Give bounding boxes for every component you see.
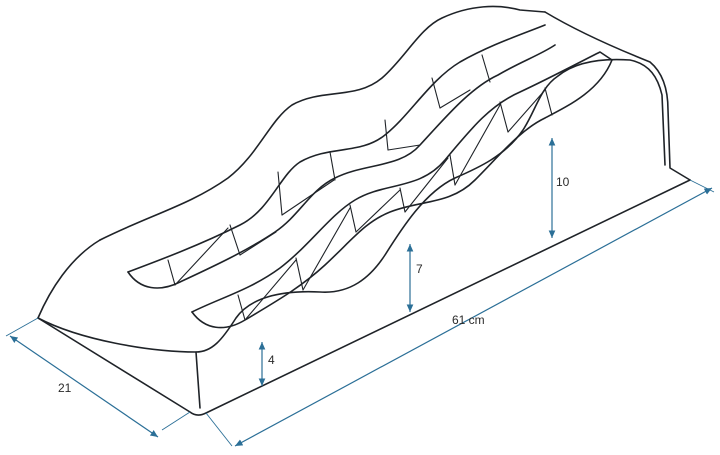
ramp-outline (37, 5, 691, 416)
dimension-labels: 21 61 cm 4 7 10 (58, 175, 570, 395)
ramp-left-end (37, 239, 101, 319)
right-wheel-groove (191, 51, 613, 329)
ramp-right-end (544, 11, 691, 181)
height-4-label: 4 (268, 353, 275, 367)
ramp-back-edge (99, 5, 546, 241)
ramp-side-edge (195, 351, 201, 409)
length-label: 61 cm (452, 313, 485, 327)
width-dimension-line (9, 335, 159, 438)
dimension-lines (5, 138, 715, 447)
length-dimension-line (234, 187, 713, 447)
height-7-label: 7 (416, 262, 423, 276)
ramp-base-edge (37, 179, 691, 416)
width-label: 21 (58, 381, 72, 395)
height-10-label: 10 (556, 175, 570, 189)
